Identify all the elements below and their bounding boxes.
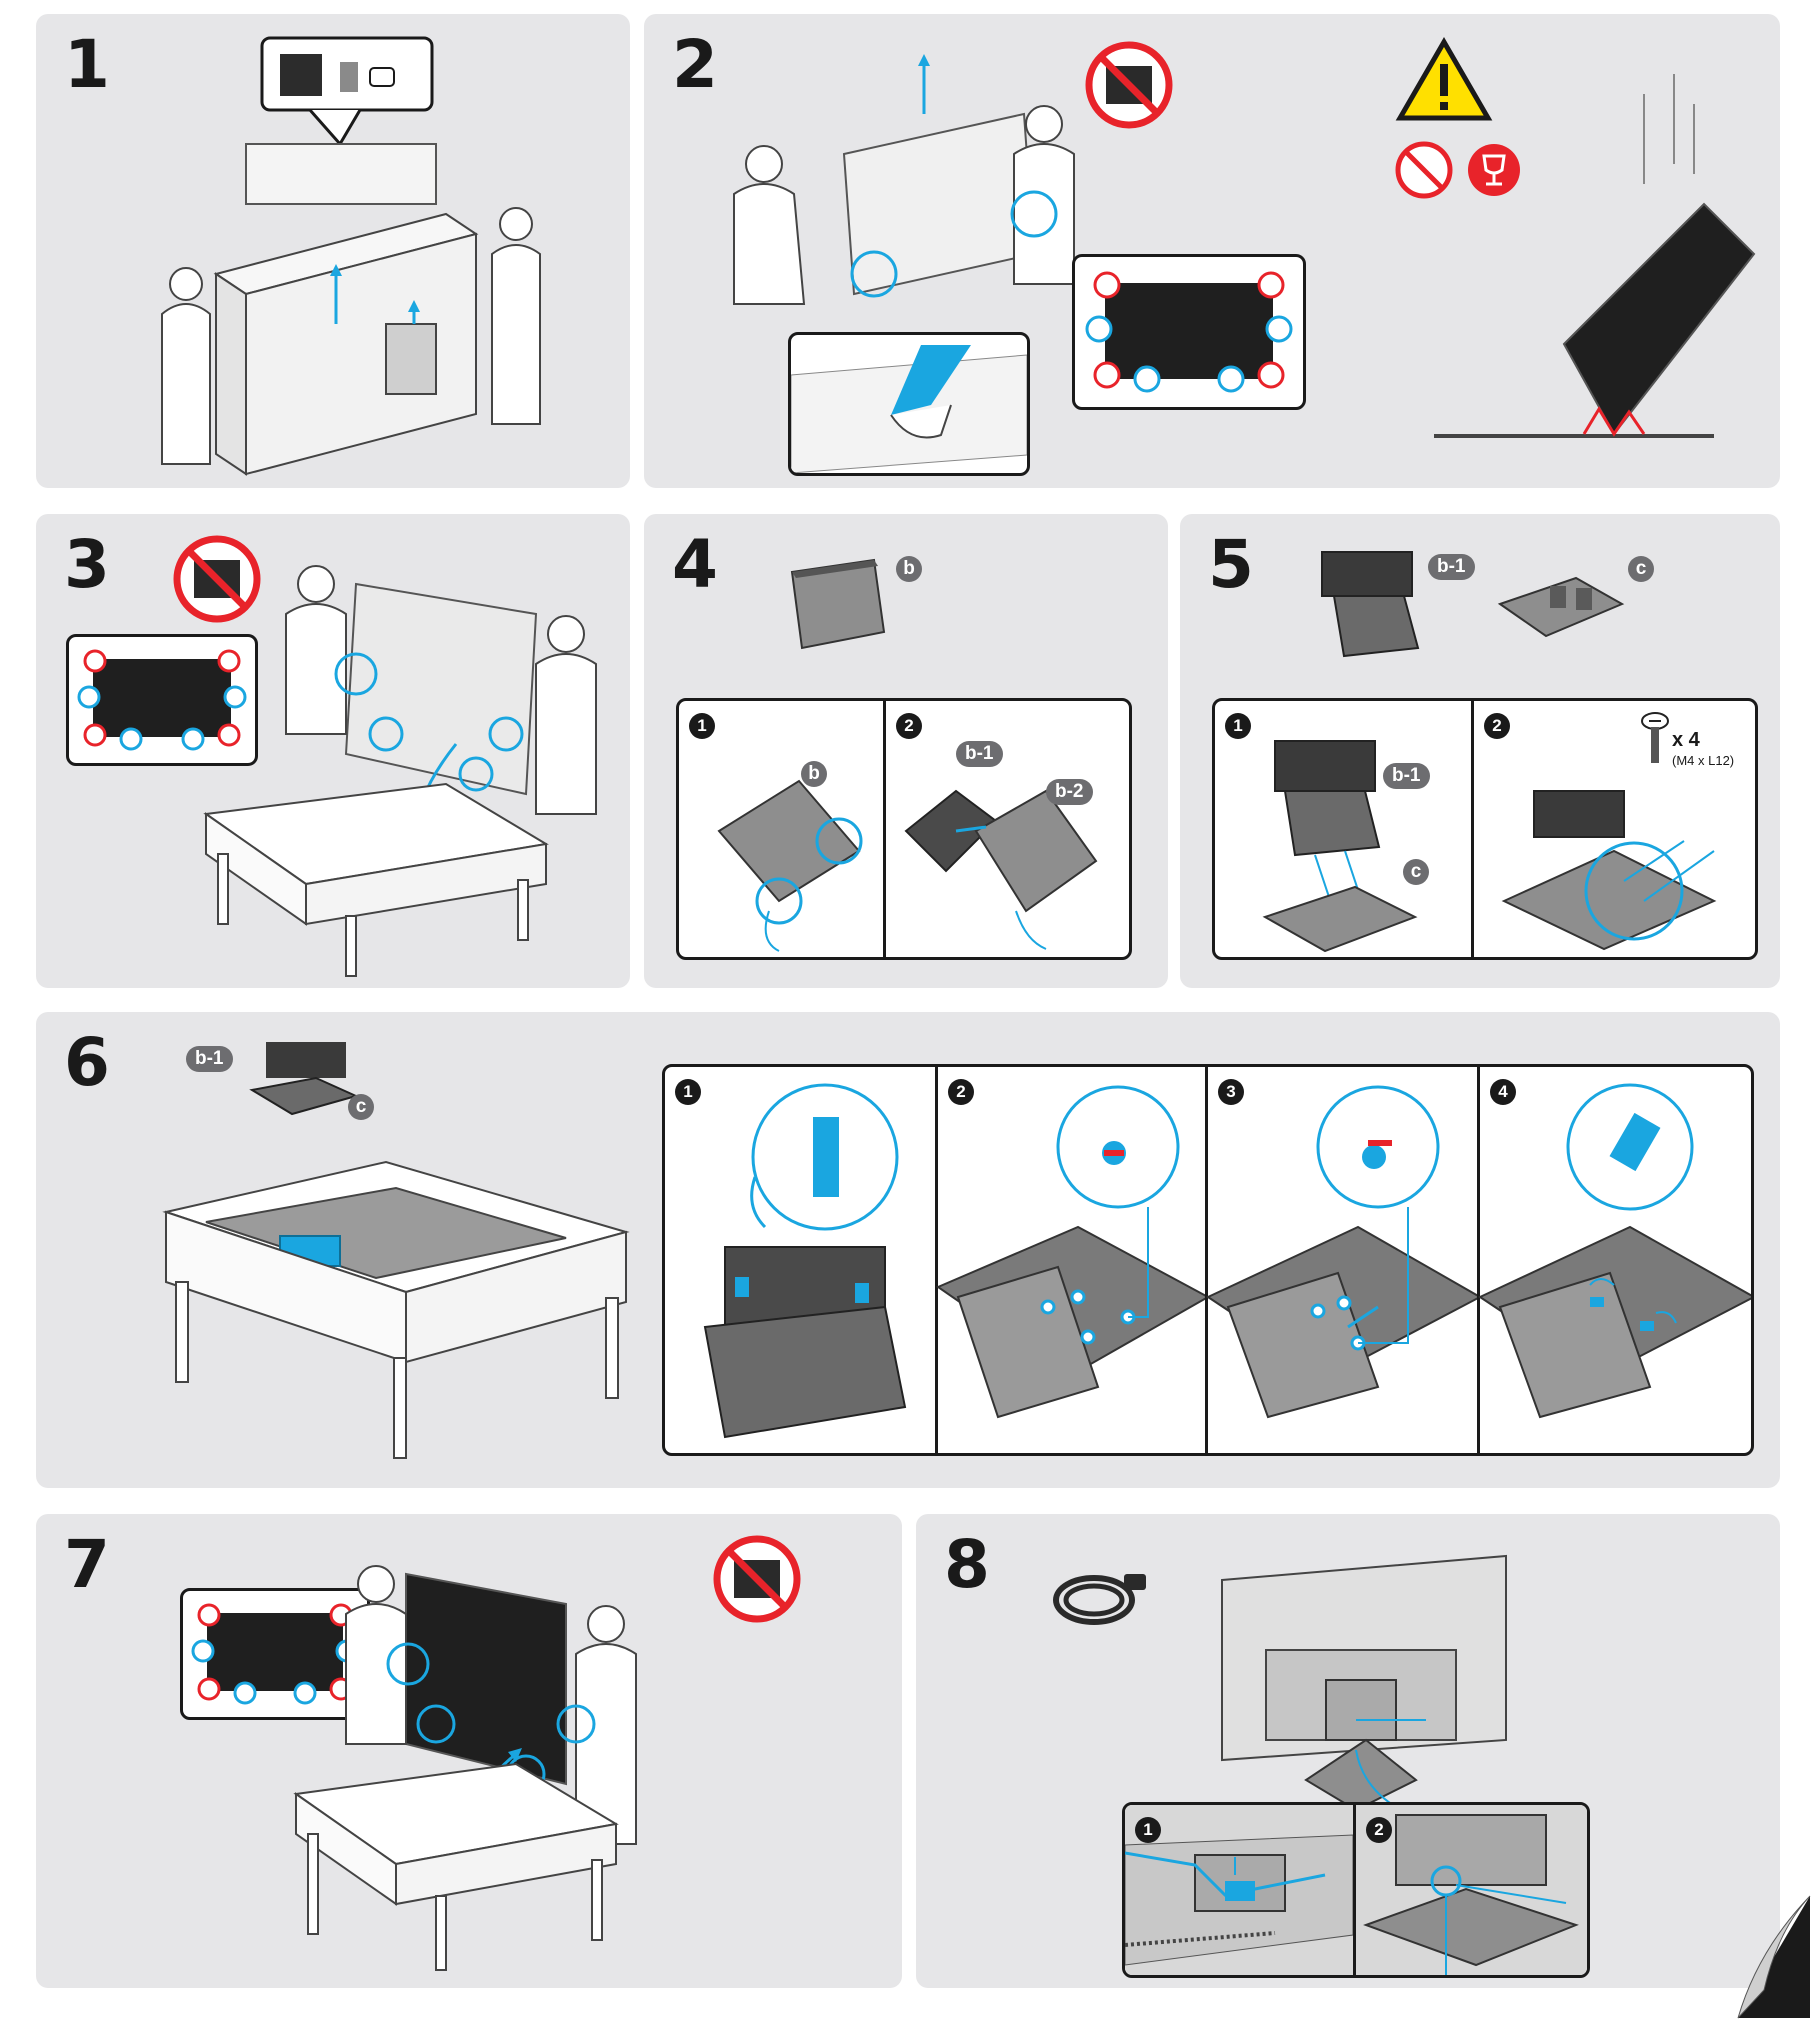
attach-neck-to-base-illustration <box>1262 740 1418 953</box>
substep-2: 2 <box>1353 1805 1587 1975</box>
no-touch-screen-icon <box>1085 41 1173 129</box>
step-2-panel: 2 <box>644 14 1780 488</box>
step-8-panel: 8 1 2 <box>916 1514 1780 1988</box>
substep-1: 1 <box>665 1067 935 1453</box>
tv-face-down-on-table-illustration <box>162 1160 630 1459</box>
open-cover-illustration <box>703 1083 907 1439</box>
step-number: 6 <box>64 1024 110 1101</box>
slide-stand-illustration <box>1205 1085 1483 1419</box>
insert-stand-illustration <box>935 1085 1211 1419</box>
fasten-screws-illustration <box>1501 790 1717 951</box>
substep-number: 1 <box>675 1079 701 1105</box>
substep-2: 2 x 4 (M4 x L12) <box>1471 701 1755 957</box>
packaging-illustration <box>161 143 541 476</box>
substep-1: 1 <box>1125 1805 1354 1975</box>
accessory-callout <box>260 36 434 147</box>
screw-quantity: x 4 <box>1672 729 1700 751</box>
hold-points-box <box>66 634 258 766</box>
step-6-substeps: 1 2 <box>662 1064 1754 1456</box>
stand-neck-b1-illustration <box>1321 551 1420 658</box>
substep-1: 1 b <box>679 701 883 957</box>
separate-cover-illustration <box>904 789 1098 950</box>
fragile-icon <box>1468 144 1520 196</box>
part-label-b1: b-1 <box>956 741 1003 767</box>
part-label-c: c <box>348 1094 374 1120</box>
stand-tv-upright-illustration <box>293 1565 637 1971</box>
substep-number: 1 <box>689 713 715 739</box>
step-number: 4 <box>672 526 718 603</box>
place-tv-on-table-illustration <box>203 565 597 977</box>
part-label-b1: b-1 <box>1383 763 1430 789</box>
hand-grip-illustration <box>791 345 1027 473</box>
no-touch-screen-icon <box>173 535 261 623</box>
prohibited-icon <box>1395 141 1453 199</box>
substep-4: 4 <box>1477 1067 1751 1453</box>
substep-1: 1 b-1 c <box>1215 701 1471 957</box>
hold-points-box <box>180 1588 370 1720</box>
substep-number: 1 <box>1135 1817 1161 1843</box>
step-1-panel: 1 <box>36 14 630 488</box>
substep-2: 2 b-1 b-2 <box>883 701 1129 957</box>
part-label-b2: b-2 <box>1046 779 1093 805</box>
lift-tv-illustration <box>733 54 1075 305</box>
step-number: 5 <box>1208 526 1254 603</box>
part-label-b1: b-1 <box>1428 554 1475 580</box>
substep-number: 2 <box>1366 1817 1392 1843</box>
step-7-panel: 7 <box>36 1514 902 1988</box>
falling-tv-illustration <box>1434 74 1756 438</box>
grip-detail-box <box>788 332 1030 476</box>
screw-spec: (M4 x L12) <box>1672 753 1735 768</box>
step-6-panel: 6 b-1 c 1 2 <box>36 1012 1780 1488</box>
stand-cover-b-illustration <box>790 558 886 650</box>
cable-clip-illustration <box>1125 1834 1354 1966</box>
power-cable-icon <box>1053 1574 1146 1625</box>
step-4-substeps: 1 b 2 b-1 b-2 <box>676 698 1132 960</box>
substep-number: 4 <box>1490 1079 1516 1105</box>
step-number: 8 <box>944 1526 990 1603</box>
hold-points-diagram <box>1085 271 1293 393</box>
tv-rear-with-stand-illustration <box>1221 1554 1507 1831</box>
page-turn-icon <box>1737 1895 1811 2019</box>
part-label-c: c <box>1403 859 1429 885</box>
part-label-b: b <box>896 556 922 582</box>
caution-triangle-icon <box>1395 37 1493 121</box>
stand-base-c-illustration <box>1497 576 1625 638</box>
step-5-panel: 5 b-1 c 1 b-1 c 2 <box>1180 514 1780 988</box>
step-number: 7 <box>64 1526 110 1603</box>
screw-icon <box>1641 712 1669 763</box>
step-4-panel: 4 b 1 b 2 b-1 b-2 <box>644 514 1168 988</box>
close-cover-illustration <box>1477 1083 1751 1419</box>
part-label-b1: b-1 <box>186 1046 233 1072</box>
cable-route-stand-illustration <box>1363 1814 1579 1975</box>
substep-2: 2 <box>935 1067 1211 1453</box>
step-number: 2 <box>672 26 718 103</box>
part-label-c: c <box>1628 556 1654 582</box>
step-3-panel: 3 <box>36 514 630 988</box>
substep-number: 3 <box>1218 1079 1244 1105</box>
substep-3: 3 <box>1205 1067 1483 1453</box>
hold-points-diagram <box>77 649 247 751</box>
substep-number: 2 <box>948 1079 974 1105</box>
step-5-substeps: 1 b-1 c 2 x 4 (M4 x L12) <box>1212 698 1758 960</box>
step-number: 1 <box>64 26 110 103</box>
no-touch-screen-icon <box>713 1535 801 1623</box>
stand-assembly-icon <box>249 1042 359 1116</box>
substep-number: 2 <box>1484 713 1510 739</box>
step-number: 3 <box>64 526 110 603</box>
hold-cover-illustration <box>717 779 863 952</box>
substep-number: 2 <box>896 713 922 739</box>
part-label-b: b <box>801 761 827 787</box>
substep-number: 1 <box>1225 713 1251 739</box>
step-8-substeps: 1 2 <box>1122 1802 1590 1978</box>
hold-points-box <box>1072 254 1306 410</box>
